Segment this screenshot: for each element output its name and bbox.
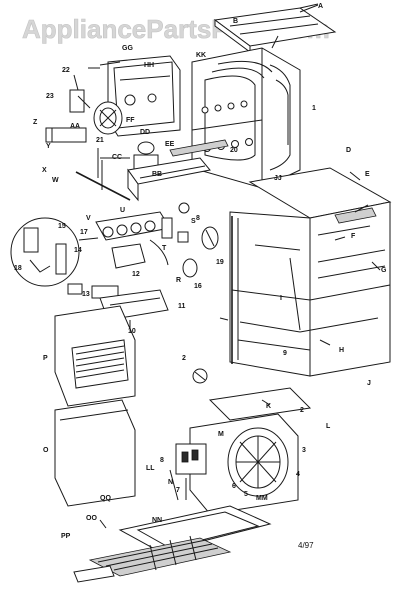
date-code: 4/97 xyxy=(298,541,314,550)
label-ff: FF xyxy=(126,117,135,124)
burner-manifold xyxy=(127,139,229,202)
label-3: 3 xyxy=(302,447,306,454)
label-s: S xyxy=(191,218,196,225)
controls-right xyxy=(177,226,219,278)
cabinet-frame xyxy=(229,167,392,377)
label-x: X xyxy=(42,167,47,174)
control-board-group xyxy=(10,217,99,287)
label-1: 1 xyxy=(312,105,316,112)
filter-assembly xyxy=(73,505,272,583)
label-ll: LL xyxy=(146,465,155,472)
label-d: D xyxy=(346,147,351,154)
label-14: 14 xyxy=(74,247,82,254)
label-9: 9 xyxy=(283,350,287,357)
label-p: P xyxy=(43,355,48,362)
label-oo: OO xyxy=(86,515,97,522)
inducer-assembly xyxy=(45,74,123,143)
label-23: 23 xyxy=(46,93,54,100)
label-hh: HH xyxy=(144,62,154,69)
label-l: L xyxy=(326,423,331,430)
label-g: G xyxy=(381,267,387,274)
label-r: R xyxy=(176,277,181,284)
label-m: M xyxy=(218,431,224,438)
burners-gas-valve xyxy=(95,202,190,269)
label-a: A xyxy=(318,3,323,10)
label-16: 16 xyxy=(194,283,202,290)
label-qq: QQ xyxy=(100,495,111,502)
label-8-lower: 8 xyxy=(160,457,164,464)
label-20: 20 xyxy=(230,147,238,154)
label-gg: GG xyxy=(122,45,133,52)
label-2-lower: 2 xyxy=(300,407,304,414)
label-f: F xyxy=(351,233,356,240)
label-15: 15 xyxy=(58,223,66,230)
label-21: 21 xyxy=(96,137,104,144)
label-mm: MM xyxy=(256,495,268,502)
label-7: 7 xyxy=(176,487,180,494)
number-labels: 1 2 2 3 4 5 6 7 8 8 9 10 11 12 13 14 15 … xyxy=(14,67,316,498)
top-panel-a xyxy=(213,3,337,53)
left-brackets xyxy=(75,148,131,201)
label-y: Y xyxy=(46,143,51,150)
pressure-switch xyxy=(100,141,159,170)
label-5: 5 xyxy=(244,491,248,498)
label-kk: KK xyxy=(196,52,206,59)
label-13: 13 xyxy=(82,291,90,298)
label-jj: JJ xyxy=(274,175,282,182)
label-10: 10 xyxy=(128,328,136,335)
leader-lines xyxy=(77,4,381,406)
label-e: E xyxy=(365,171,370,178)
label-w: W xyxy=(52,177,59,184)
letter-labels: A B D E F G H I J K L M N O P R S T U V … xyxy=(33,3,387,540)
label-t: T xyxy=(162,245,167,252)
label-nn: NN xyxy=(152,517,162,524)
label-bb: BB xyxy=(152,171,162,178)
label-v: V xyxy=(86,215,91,222)
label-aa: AA xyxy=(70,123,80,130)
blower-assembly xyxy=(169,387,312,515)
label-12: 12 xyxy=(132,271,140,278)
collector-box xyxy=(99,55,181,137)
label-pp: PP xyxy=(61,533,71,540)
label-z: Z xyxy=(33,119,38,126)
label-i: I xyxy=(280,295,282,302)
label-h: H xyxy=(339,347,344,354)
label-k: K xyxy=(266,403,271,410)
label-j: J xyxy=(367,380,371,387)
label-u: U xyxy=(120,207,125,214)
label-19: 19 xyxy=(216,259,224,266)
label-11: 11 xyxy=(178,303,186,310)
label-ee: EE xyxy=(165,141,175,148)
label-dd: DD xyxy=(140,129,150,136)
label-2-upper: 2 xyxy=(182,355,186,362)
label-4: 4 xyxy=(296,471,300,478)
front-door-panels xyxy=(54,305,136,507)
limit-switch-2 xyxy=(192,368,208,384)
label-cc: CC xyxy=(112,154,122,161)
label-17: 17 xyxy=(80,229,88,236)
label-22: 22 xyxy=(62,67,70,74)
label-18: 18 xyxy=(14,265,22,272)
label-o: O xyxy=(43,447,49,454)
heat-exchanger xyxy=(191,47,301,189)
label-8-upper: 8 xyxy=(196,215,200,222)
label-b: B xyxy=(233,18,238,25)
label-n: N xyxy=(168,479,173,486)
label-6: 6 xyxy=(232,483,236,490)
